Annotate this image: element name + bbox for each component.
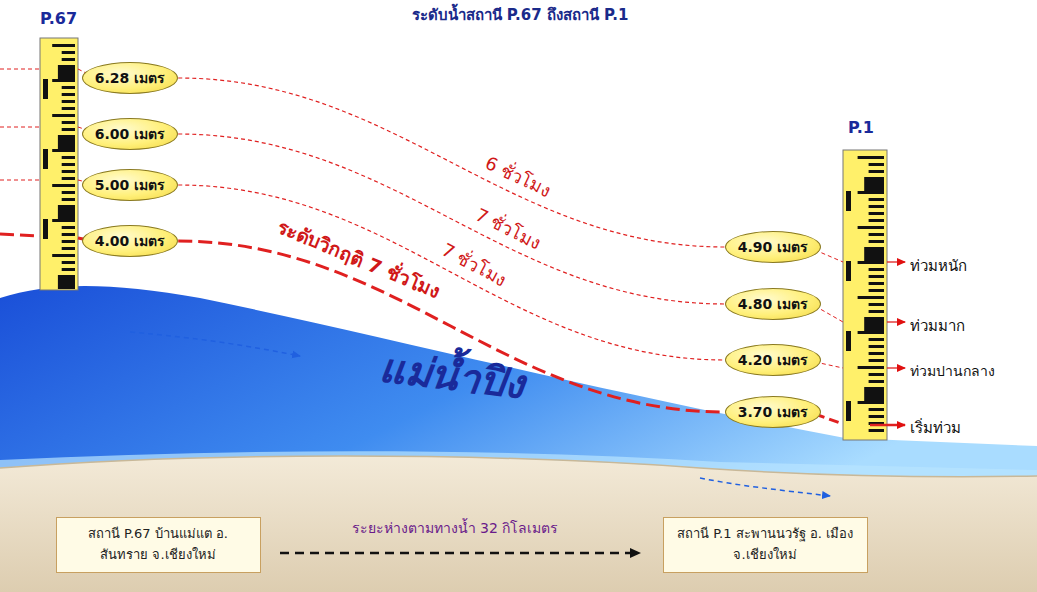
node-text: สถานี P.1 สะพานนวรัฐ อ. เมือง จ.เชียงใหม…: [676, 524, 855, 566]
level-oval: 5.00 เมตร: [82, 169, 178, 201]
node-text: 4.20 เมตร: [738, 349, 808, 371]
node-text: 6.28 เมตร: [95, 67, 165, 89]
flood-level: ท่วมมาก: [910, 314, 965, 338]
node-text: 4.00 เมตร: [95, 230, 165, 252]
level-oval: 4.90 เมตร: [725, 231, 821, 263]
duration-label: 7 ชั่วโมง: [471, 204, 546, 254]
node-text: 3.70 เมตร: [738, 401, 808, 423]
time-connector: [178, 134, 725, 304]
station-code: P.1: [848, 118, 874, 137]
time-connector: [178, 78, 725, 247]
level-oval: 6.28 เมตร: [82, 62, 178, 94]
level-oval: 4.80 เมตร: [725, 288, 821, 320]
level-oval: 6.00 เมตร: [82, 118, 178, 150]
duration-label: 6 ชั่วโมง: [480, 152, 555, 202]
duration-label: 7 ชั่วโมง: [437, 239, 512, 291]
level-oval: 4.00 เมตร: [82, 225, 178, 257]
node-text: 4.80 เมตร: [738, 293, 808, 315]
time-connector: [178, 185, 725, 360]
node-text: 5.00 เมตร: [95, 174, 165, 196]
node-text: สถานี P.67 บ้านแม่แต อ. สันทราย จ.เชียงใ…: [69, 524, 248, 566]
node-text: 4.90 เมตร: [738, 236, 808, 258]
station-box: สถานี P.1 สะพานนวรัฐ อ. เมือง จ.เชียงใหม…: [663, 517, 868, 573]
node-text: 6.00 เมตร: [95, 123, 165, 145]
station-code: P.67: [40, 9, 77, 28]
flood-level: ท่วมหนัก: [910, 254, 967, 278]
flood-level: ท่วมปานกลาง: [910, 360, 995, 382]
station-box: สถานี P.67 บ้านแม่แต อ. สันทราย จ.เชียงใ…: [56, 517, 261, 573]
level-oval: 3.70 เมตร: [725, 396, 821, 428]
distance-label: ระยะห่างตามทางน้ำ 32 กิโลเมตร: [352, 517, 559, 539]
flood-level: เริ่มท่วม: [910, 416, 961, 440]
diagram-title: ระดับน้ำสถานี P.67 ถึงสถานี P.1: [412, 3, 629, 27]
level-oval: 4.20 เมตร: [725, 344, 821, 376]
